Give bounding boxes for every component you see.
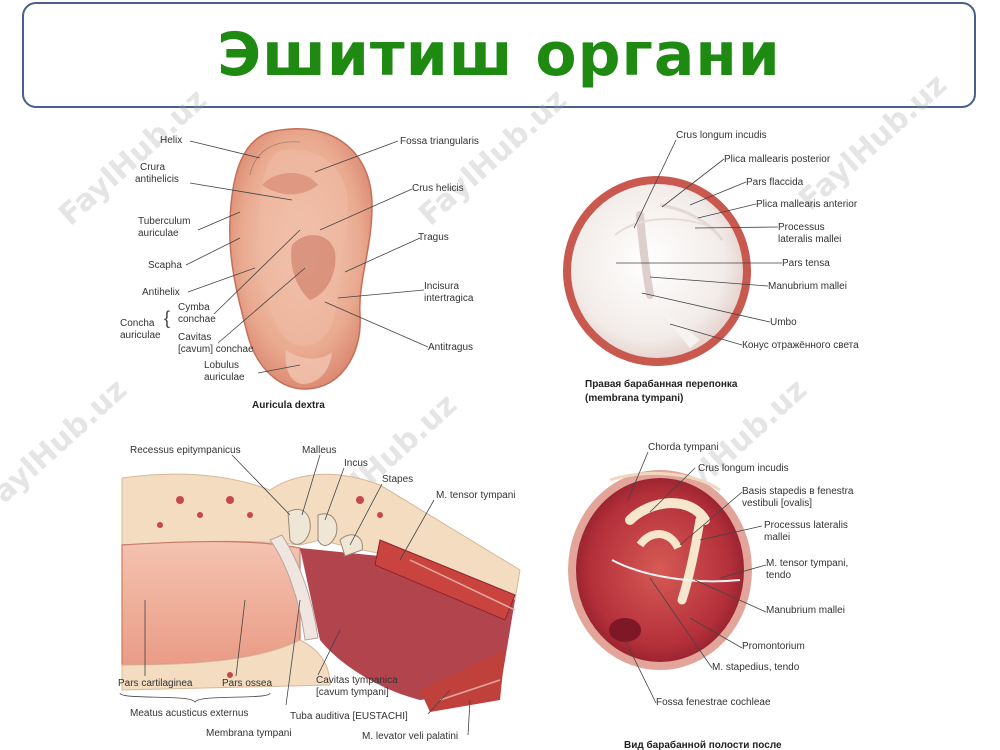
label-konus: Конус отражённого света — [742, 340, 859, 351]
label-manubrium: Manubrium mallei — [768, 281, 847, 292]
auricle-figure — [228, 127, 373, 390]
label-helix: Helix — [160, 135, 182, 146]
label-tensor: M. tensor tympani — [436, 490, 515, 501]
label-membrana: Membrana tympani — [206, 728, 292, 739]
label-manubrium: Manubrium mallei — [766, 605, 845, 616]
cavity-figure — [568, 470, 752, 670]
membrane-figure — [563, 176, 751, 366]
label-processus: Processus — [778, 222, 825, 233]
label-tragus: Tragus — [418, 232, 449, 243]
label-incisura-2: intertragica — [424, 293, 474, 304]
label-recessus: Recessus epitympanicus — [130, 445, 241, 456]
label-concha-2: auriculae — [120, 330, 161, 341]
label-cavum-tympani: [cavum tympani] — [316, 687, 389, 698]
label-promontorium: Promontorium — [742, 641, 805, 652]
label-cymba: Cymba — [178, 302, 210, 313]
label-levator: M. levator veli palatini — [362, 731, 458, 742]
label-incus: Incus — [344, 458, 368, 469]
label-tuberculum: Tuberculum — [138, 216, 190, 227]
membrane-caption: Правая барабанная перепонка — [585, 378, 738, 390]
label-basis: Basis stapedis в fenestra — [742, 486, 854, 497]
middle-ear-leaders — [144, 454, 471, 736]
label-crus-helicis: Crus helicis — [412, 183, 464, 194]
brace: { — [164, 308, 170, 328]
label-crura: Crura — [140, 162, 165, 173]
label-fossa-triangularis: Fossa triangularis — [400, 136, 479, 147]
membrane-leaders — [616, 139, 782, 346]
cavity-leaders — [624, 451, 767, 704]
auricle-caption: Auricula dextra — [252, 400, 325, 411]
label-meatus: Meatus acusticus externus — [130, 708, 248, 719]
label-pars-cartilaginea: Pars cartilaginea — [118, 678, 193, 689]
label-processus-2: mallei — [764, 532, 790, 543]
middle-ear-labels: Recessus epitympanicus Malleus Incus Sta… — [118, 445, 515, 742]
label-tuberculum-2: auriculae — [138, 228, 179, 239]
label-antihelicis: antihelicis — [135, 174, 179, 185]
slide-title: Эшитиш органи — [217, 20, 781, 90]
label-lobulus-2: auriculae — [204, 372, 245, 383]
label-tuba: Tuba auditiva [EUSTACHI] — [290, 711, 408, 722]
label-tensor-2: tendo — [766, 570, 791, 581]
label-fossa-cochleae: Fossa fenestrae cochleae — [656, 697, 771, 708]
label-incisura: Incisura — [424, 281, 459, 292]
membrane-caption-2: (membrana tympani) — [585, 393, 683, 404]
title-box: Эшитиш органи — [22, 2, 976, 108]
label-stapedius: M. stapedius, tendo — [712, 662, 800, 673]
label-pars-ossea: Pars ossea — [222, 678, 272, 689]
label-malleus: Malleus — [302, 445, 336, 456]
cavity-caption: Вид барабанной полости после — [624, 739, 782, 750]
label-cavitas-tympanica: Cavitas tympanica — [316, 675, 398, 686]
label-pars-tensa: Pars tensa — [782, 258, 830, 269]
label-stapes: Stapes — [382, 474, 413, 485]
label-plica-anterior: Plica mallearis anterior — [756, 199, 858, 210]
middle-ear-figure — [121, 473, 521, 712]
label-umbo: Umbo — [770, 317, 797, 328]
label-pars-flaccida: Pars flaccida — [746, 177, 804, 188]
auricle-leaders — [185, 140, 429, 374]
label-crus-longum: Crus longum incudis — [698, 463, 789, 474]
auricle-labels: Helix Crura antihelicis Tuberculum auric… — [120, 135, 479, 411]
label-processus-2: lateralis mallei — [778, 234, 841, 245]
meatus-brace — [119, 692, 271, 703]
label-lobulus: Lobulus — [204, 360, 239, 371]
label-processus: Processus lateralis — [764, 520, 848, 531]
label-cavitas: Cavitas — [178, 332, 211, 343]
label-chorda: Chorda tympani — [648, 442, 719, 453]
label-antihelix: Antihelix — [142, 287, 180, 298]
label-concha: Concha — [120, 318, 155, 329]
label-basis-2: vestibuli [ovalis] — [742, 498, 812, 509]
label-scapha: Scapha — [148, 260, 182, 271]
label-tensor: M. tensor tympani, — [766, 558, 848, 569]
label-cymba-2: conchae — [178, 314, 216, 325]
cavity-labels: Chorda tympani Crus longum incudis Basis… — [624, 442, 854, 750]
label-crus-longum-incudis: Crus longum incudis — [676, 130, 767, 141]
label-cavitas-2: [cavum] conchae — [178, 344, 254, 355]
membrane-labels: Crus longum incudis Plica mallearis post… — [585, 130, 859, 404]
label-antitragus: Antitragus — [428, 342, 473, 353]
label-plica-posterior: Plica mallearis posterior — [724, 154, 831, 165]
